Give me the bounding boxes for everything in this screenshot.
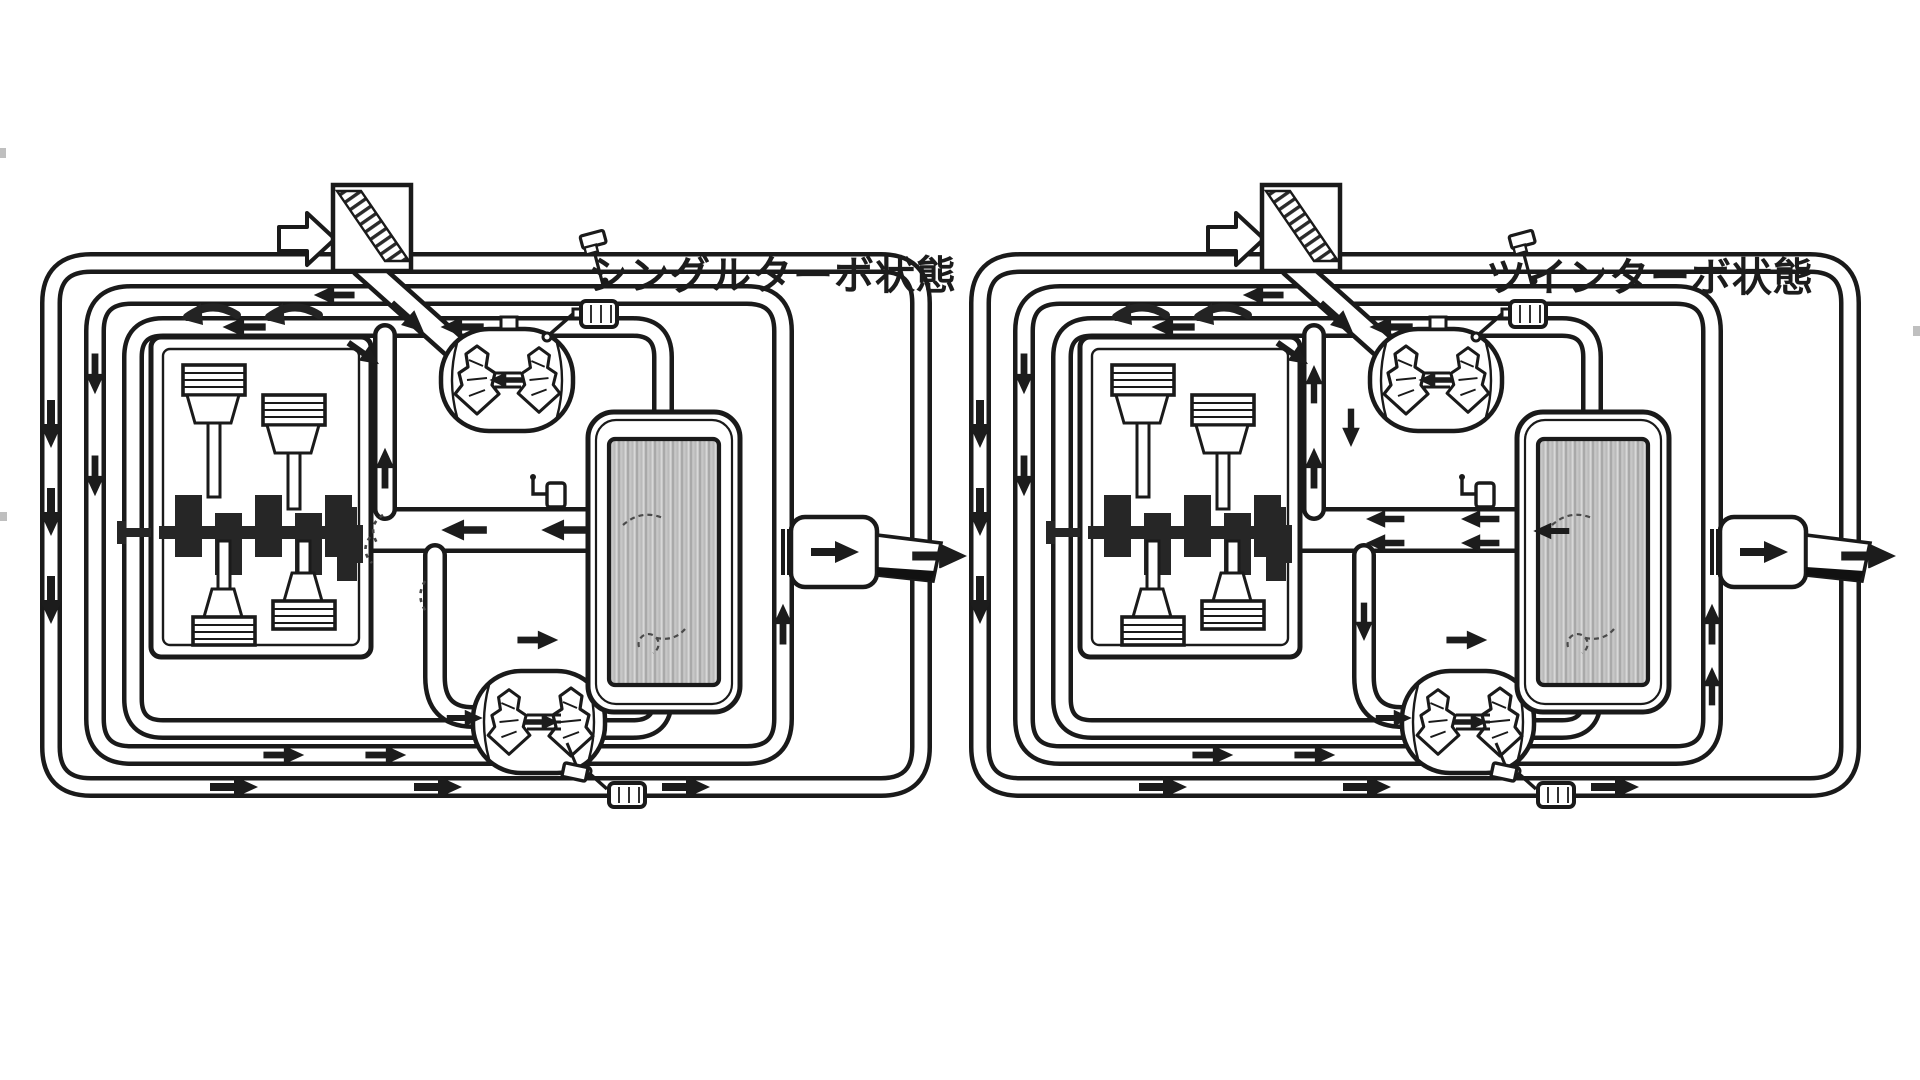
flow-arrow bbox=[40, 400, 62, 448]
turbo-wheel bbox=[1445, 346, 1491, 414]
connecting-rod bbox=[286, 451, 302, 511]
piston bbox=[181, 363, 247, 499]
flow-arrow bbox=[969, 576, 991, 624]
intercooler-core bbox=[606, 436, 722, 688]
edge-artifact bbox=[0, 512, 7, 521]
piston bbox=[1120, 539, 1186, 647]
turbo-system-schematic-single bbox=[40, 182, 967, 809]
inactive-path-dashes bbox=[364, 513, 429, 614]
flow-arrow bbox=[662, 776, 710, 798]
vacuum-fitting bbox=[530, 474, 567, 509]
air-cleaner bbox=[1206, 182, 1343, 274]
flow-arrow bbox=[40, 488, 62, 536]
pipe-network bbox=[969, 251, 1861, 798]
engine-block bbox=[1046, 303, 1303, 660]
turbo-wheel bbox=[516, 346, 562, 414]
flow-arrow bbox=[811, 541, 859, 563]
flow-arrow bbox=[1740, 541, 1788, 563]
flow-arrow bbox=[541, 519, 587, 541]
connecting-rod bbox=[1215, 451, 1231, 511]
flow-arrow bbox=[346, 340, 379, 365]
turbo-wheel bbox=[547, 686, 595, 758]
flow-arrow bbox=[1343, 776, 1391, 798]
flow-arrow bbox=[1342, 408, 1360, 448]
wastegate-actuator bbox=[1470, 299, 1548, 343]
flow-arrow bbox=[414, 776, 462, 798]
flow-arrow bbox=[441, 519, 487, 541]
flow-arrow bbox=[524, 714, 559, 730]
turbo-wheel bbox=[486, 688, 532, 756]
flow-arrow bbox=[85, 353, 105, 395]
flow-arrow bbox=[969, 488, 991, 536]
edge-artifact bbox=[1913, 326, 1920, 336]
flow-arrow bbox=[1369, 317, 1413, 337]
piston bbox=[191, 539, 257, 647]
core-swirl-arrows bbox=[1551, 513, 1615, 654]
flow-arrows bbox=[40, 285, 967, 798]
bolt-fitting bbox=[1489, 742, 1519, 783]
turbo-wheel bbox=[453, 344, 501, 416]
hose-nipple bbox=[499, 315, 519, 331]
inlet-arrow bbox=[277, 211, 337, 267]
flow-arrow bbox=[489, 372, 524, 388]
flow-arrow bbox=[313, 285, 355, 305]
flow-arrow bbox=[389, 300, 424, 333]
flow-arrow bbox=[446, 709, 483, 727]
turbo-wheel bbox=[1382, 344, 1430, 416]
flow-arrow bbox=[912, 543, 966, 569]
flow-arrow bbox=[1841, 543, 1895, 569]
filter-element bbox=[334, 189, 412, 263]
connecting-rod bbox=[206, 421, 222, 499]
flow-arrow bbox=[1418, 372, 1453, 388]
sensor-fitting bbox=[578, 228, 609, 286]
diagram-title-twin: ツインターボ状態 bbox=[1486, 256, 1814, 300]
secondary-turbocharger bbox=[1399, 668, 1576, 809]
piston bbox=[261, 393, 327, 511]
flow-arrow bbox=[1446, 630, 1488, 650]
core-swirl-arrows bbox=[622, 513, 686, 654]
vacuum-fitting bbox=[1459, 474, 1496, 509]
flow-arrow bbox=[365, 745, 407, 765]
piston bbox=[271, 539, 337, 631]
flow-arrow bbox=[85, 455, 105, 497]
flow-arrow bbox=[1375, 709, 1412, 727]
wastegate-actuator bbox=[541, 299, 619, 343]
piston bbox=[1200, 539, 1266, 631]
pipe-network bbox=[40, 251, 932, 798]
primary-turbocharger bbox=[1367, 299, 1548, 434]
flow-arrow bbox=[517, 630, 559, 650]
intercooler bbox=[585, 409, 743, 715]
flow-arrow bbox=[1275, 340, 1308, 365]
flow-arrow bbox=[1139, 776, 1187, 798]
engine-block bbox=[117, 303, 374, 660]
crankshaft bbox=[1046, 495, 1292, 581]
hose-nipple bbox=[1428, 315, 1448, 331]
air-cleaner bbox=[277, 182, 414, 274]
intercooler-core bbox=[1535, 436, 1651, 688]
piston bbox=[1190, 393, 1256, 511]
piston bbox=[1110, 363, 1176, 499]
turbo-system-schematic-twin bbox=[969, 182, 1896, 809]
sensor-fitting bbox=[1507, 228, 1538, 286]
bolt-fitting bbox=[560, 742, 590, 783]
inlet-arrow bbox=[1206, 211, 1266, 267]
filter-element bbox=[1263, 189, 1341, 263]
flow-arrow bbox=[263, 745, 305, 765]
connecting-rod bbox=[1135, 421, 1151, 499]
intercooler bbox=[1514, 409, 1672, 715]
flow-arrow bbox=[1318, 300, 1353, 333]
primary-turbocharger bbox=[438, 299, 619, 434]
flow-arrow bbox=[1533, 522, 1570, 540]
flow-arrow bbox=[210, 776, 258, 798]
flow-arrow bbox=[969, 400, 991, 448]
flow-arrow bbox=[375, 447, 395, 489]
flow-arrow bbox=[773, 603, 793, 645]
flow-arrow bbox=[40, 576, 62, 624]
turbo-wheel bbox=[1415, 688, 1461, 756]
flow-arrow bbox=[1453, 714, 1488, 730]
flow-arrow bbox=[1151, 317, 1195, 337]
diagram-title-single: シングルターボ状態 bbox=[588, 254, 957, 298]
edge-artifact bbox=[0, 148, 6, 158]
flow-arrow bbox=[1591, 776, 1639, 798]
